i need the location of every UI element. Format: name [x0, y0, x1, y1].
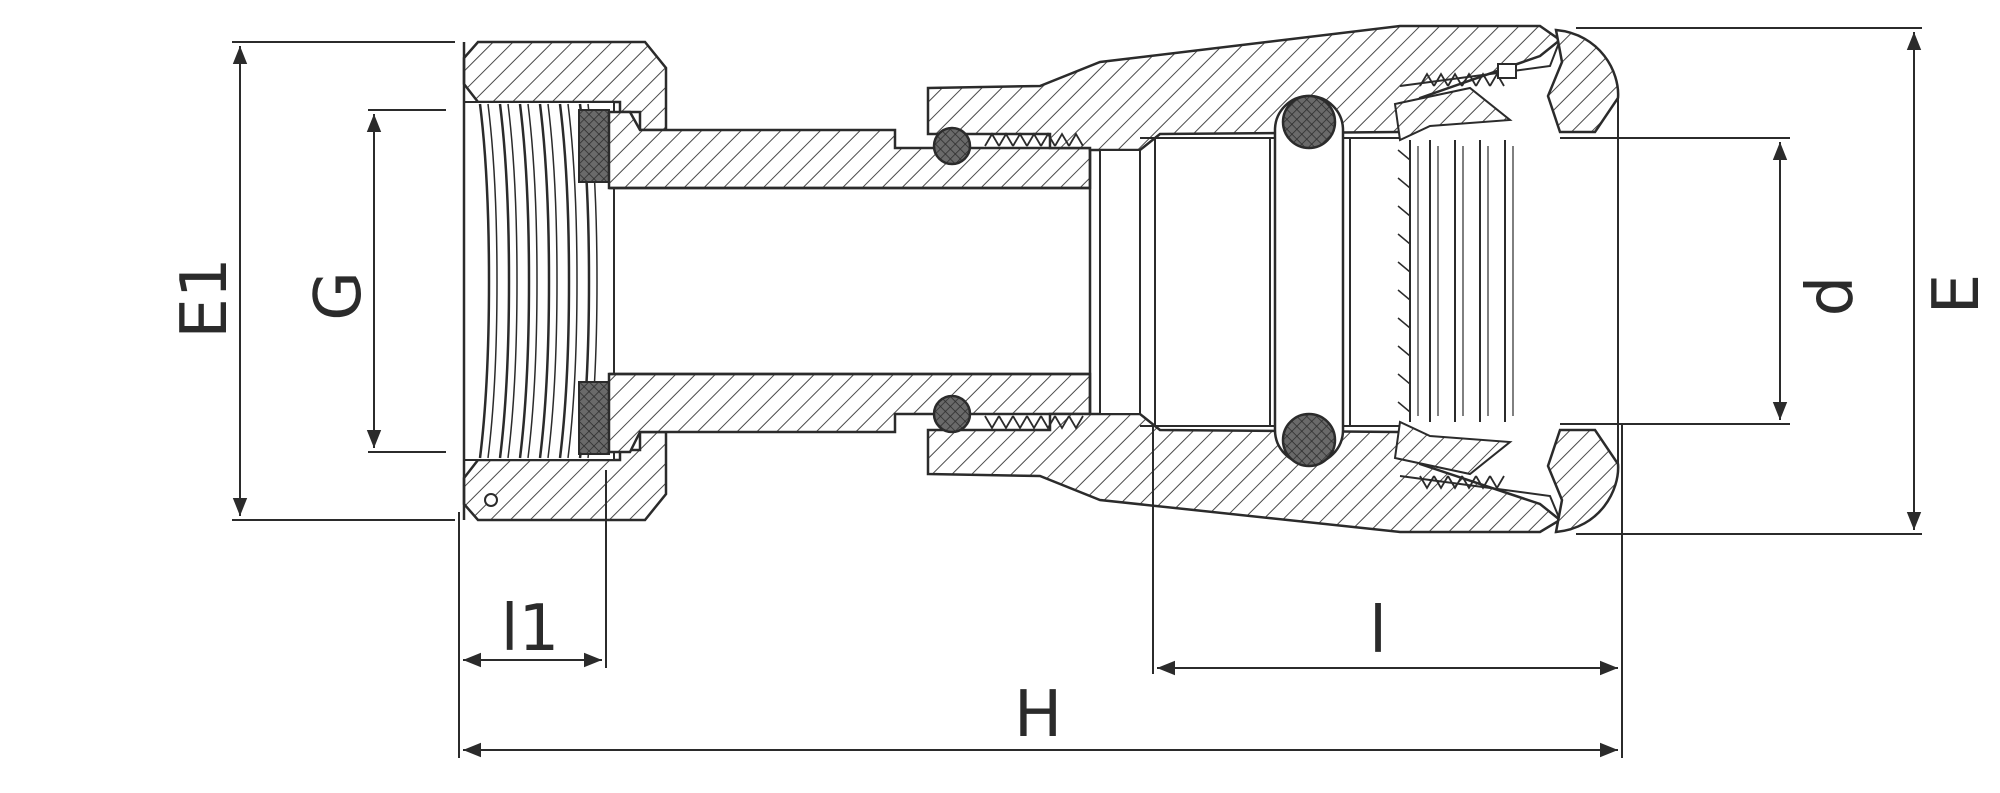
collet-fin [1397, 373, 1411, 385]
collet-fin [1397, 289, 1411, 301]
nut-thread-line [527, 103, 538, 459]
thread-tooth [1012, 415, 1028, 430]
thread-tooth [1040, 415, 1056, 430]
release-cap [1497, 28, 1620, 534]
nut-thread-line [487, 103, 498, 459]
release-cap-bottom [1546, 428, 1620, 534]
o-ring-small-bottom [932, 394, 972, 434]
union-nut-threads [478, 103, 598, 459]
release-cap-notch [1497, 63, 1517, 79]
l-label: l [1369, 594, 1387, 668]
thread-tooth [1447, 72, 1463, 87]
e-label: E [1920, 274, 1994, 314]
thread-tooth [998, 415, 1014, 430]
thread-tooth [1054, 132, 1070, 147]
collet-fin [1397, 233, 1411, 245]
thread-tooth [1040, 132, 1056, 147]
union-nut [462, 40, 668, 522]
collet-fin [1397, 261, 1411, 273]
thread-tooth [984, 132, 1000, 147]
o-ring-small-top [932, 126, 972, 166]
thread-tooth [1026, 415, 1042, 430]
dimensions: E1 G d E l1 l H [168, 27, 1994, 758]
collet-fin [1397, 149, 1411, 161]
collet-outer-top [1399, 39, 1561, 87]
flat-gasket-top [578, 109, 610, 183]
e1-label: E1 [168, 257, 242, 338]
thread-tooth [1461, 475, 1477, 490]
body-bore-stop [1099, 149, 1141, 415]
release-cap-top [1546, 28, 1620, 134]
clamp-ring-bottom [1393, 420, 1513, 476]
l1-label: l1 [501, 592, 560, 666]
nut-thread-line [567, 103, 578, 459]
body-top [926, 24, 1563, 152]
o-ring-large-housing [1273, 94, 1345, 466]
thread-tooth [1489, 475, 1505, 490]
nut-thread-line [478, 103, 491, 459]
nut-thread-line [538, 103, 551, 459]
nut-thread-line [498, 103, 511, 459]
thread-tooth [984, 415, 1000, 430]
thread-tooth [1447, 475, 1463, 490]
nut-thread-line [507, 103, 518, 459]
collet-fin [1397, 345, 1411, 357]
h-label: H [1014, 678, 1062, 752]
g-label: G [302, 271, 376, 321]
thread-tooth [1068, 415, 1084, 430]
collet-fin [1397, 205, 1411, 217]
nut-thread-line [558, 103, 571, 459]
thread-tooth [1054, 415, 1070, 430]
thread-tooth [1026, 132, 1042, 147]
collet-outer-bottom [1399, 475, 1561, 521]
collet-fin [1397, 401, 1411, 413]
tailpiece [607, 110, 1092, 454]
thread-tooth [1012, 132, 1028, 147]
clamp-ring [1393, 39, 1561, 521]
d-label: d [1794, 276, 1868, 317]
nut-thread-line [547, 103, 558, 459]
nut-thread-line [518, 103, 531, 459]
thread-tooth [1461, 72, 1477, 87]
collet-fins [1397, 140, 1514, 422]
o-ring-large-top [1281, 94, 1337, 150]
clamp-ring-top [1393, 86, 1513, 142]
collet-fin [1397, 317, 1411, 329]
thread-tooth [1068, 132, 1084, 147]
o-ring-large-bottom [1281, 412, 1337, 468]
flat-gasket-bottom [578, 381, 610, 455]
collet-fin [1397, 177, 1411, 189]
thread-tooth [998, 132, 1014, 147]
union-nut-hole [484, 493, 498, 507]
